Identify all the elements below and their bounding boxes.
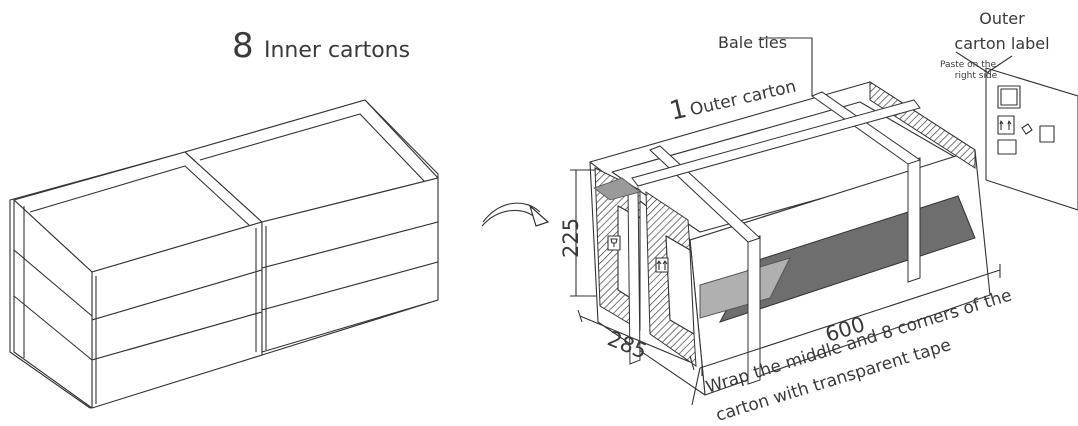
outer-label-line1: Outer <box>979 9 1025 28</box>
fragile-icon <box>607 235 621 251</box>
outer-carton <box>589 81 991 396</box>
wrap-leader <box>691 367 701 406</box>
inner-count: 8 <box>232 26 254 66</box>
bale-ties-leader <box>760 37 813 96</box>
outer-count: 1 <box>667 94 690 127</box>
curved-arrow-icon <box>481 202 550 227</box>
label-leader <box>987 55 1013 73</box>
outer-carton-label-panel <box>985 67 1078 211</box>
inner-carton-side <box>13 199 93 409</box>
outer-label-line2: carton label <box>954 34 1049 53</box>
dim-height: 225 <box>559 218 583 258</box>
dimension-lines <box>570 169 1001 376</box>
inner-label: Inner cartons <box>264 38 410 63</box>
bale-ties-label: Bale ties <box>718 33 787 52</box>
inner-carton-front-6 <box>261 261 439 353</box>
inner-cartons-stack <box>9 99 439 409</box>
paste-note-line2: right side <box>955 71 998 81</box>
this-side-up-icon <box>655 257 669 273</box>
paste-note-line1: Paste on the <box>940 60 996 70</box>
